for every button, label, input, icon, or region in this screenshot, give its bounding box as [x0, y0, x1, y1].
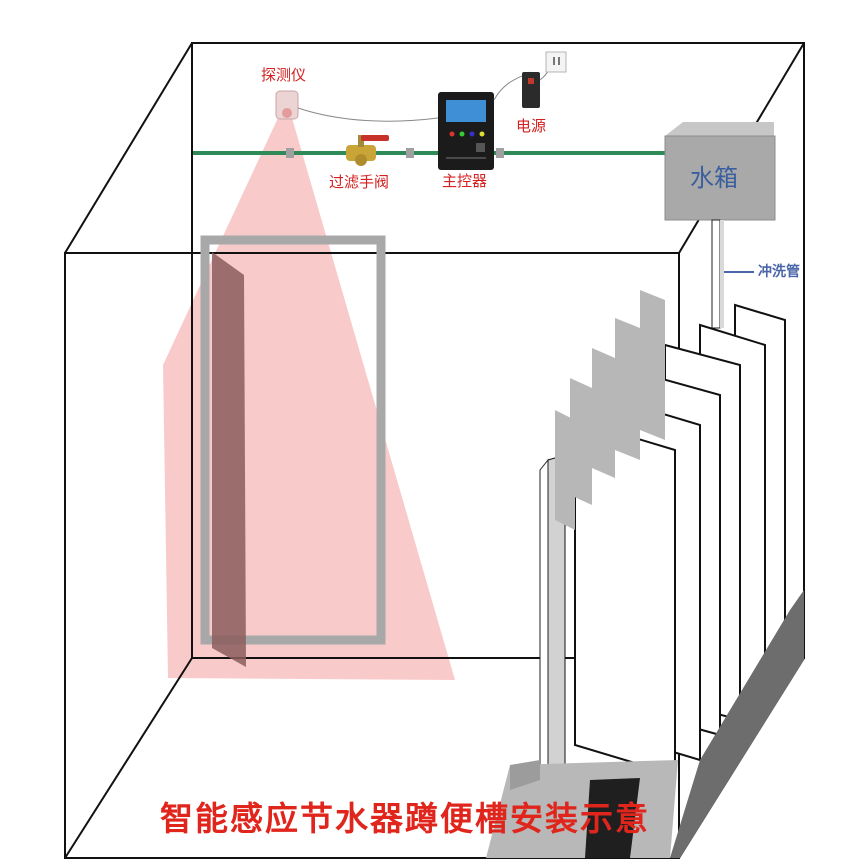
diagram-title: 智能感应节水器蹲便槽安装示意	[160, 799, 650, 838]
filter-valve-icon	[346, 135, 389, 166]
door	[200, 235, 386, 667]
controller-label: 主控器	[442, 172, 488, 190]
filter-valve-label: 过滤手阀	[329, 173, 390, 191]
door-frame	[200, 235, 386, 645]
door-leaf	[212, 252, 246, 667]
squat-trough	[486, 590, 804, 858]
detector-icon	[275, 90, 439, 122]
water-tank	[664, 122, 776, 221]
partitions	[539, 290, 786, 791]
flush-pipe-label: 冲洗管	[758, 264, 800, 280]
power-label: 电源	[516, 117, 547, 135]
detector-label: 探测仪	[261, 66, 307, 84]
water-pipe	[193, 148, 665, 158]
controller-icon	[438, 92, 494, 170]
flush-pipe	[711, 219, 754, 329]
power-socket-icon	[493, 51, 567, 108]
water-tank-label: 水箱	[690, 164, 738, 192]
